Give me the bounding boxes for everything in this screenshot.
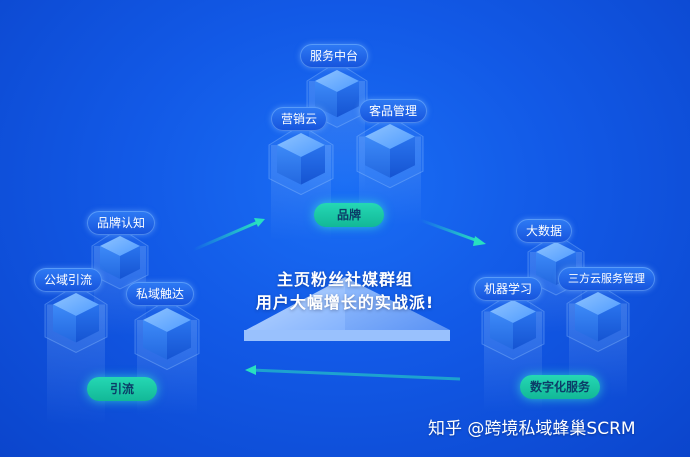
flow-arrow-to-traffic: [245, 365, 461, 381]
center-title-line2: 用户大幅增长的实战派!: [255, 293, 435, 312]
flow-arrow-to-digital: [419, 218, 486, 246]
node-service-platform: 服务中台: [300, 44, 369, 68]
node-private-reach: 私域触达: [126, 282, 195, 306]
watermark: 知乎 @跨境私域蜂巢SCRM: [428, 419, 636, 439]
center-pyramid: [244, 277, 450, 341]
node-third-party-cloud: 三方云服务管理: [558, 267, 655, 291]
node-public-traffic: 公域引流: [34, 268, 103, 292]
node-machine-learning: 机器学习: [474, 277, 543, 301]
node-customer-management: 客品管理: [359, 99, 428, 123]
node-marketing-cloud: 营销云: [271, 107, 328, 131]
cube-public-traffic: [44, 284, 108, 425]
node-brand-awareness: 品牌认知: [87, 211, 156, 235]
flow-arrow-to-brand: [192, 218, 265, 252]
group-digital-services: 数字化服务: [520, 375, 601, 399]
node-big-data: 大数据: [516, 219, 573, 243]
center-title-line1: 主页粉丝社媒群组: [276, 270, 413, 289]
group-brand: 品牌: [314, 203, 384, 227]
cube-private-reach: [134, 299, 200, 415]
group-traffic: 引流: [87, 377, 157, 401]
cube-customer-management: [356, 115, 424, 225]
